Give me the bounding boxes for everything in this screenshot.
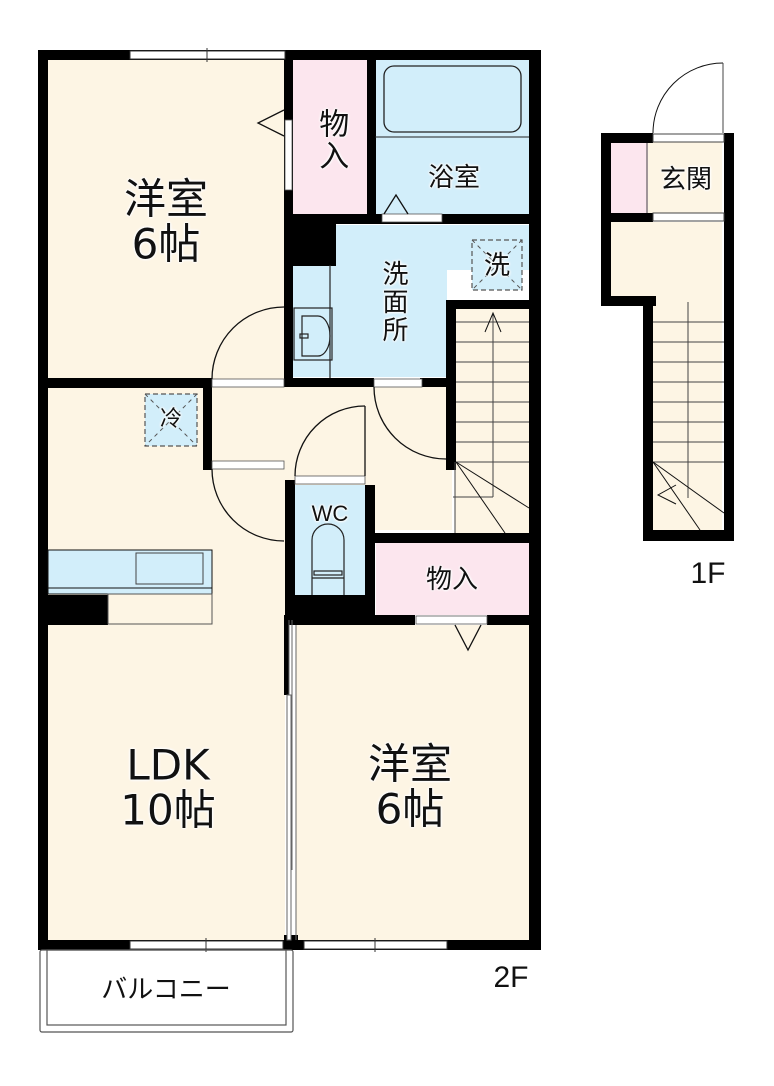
door-openings xyxy=(211,119,488,625)
room-label-washroom: 洗面所 xyxy=(378,260,409,344)
storage-south-fill xyxy=(376,543,529,615)
western-room-south-fill xyxy=(296,625,529,941)
washer-marker xyxy=(471,239,523,291)
room-label-entrance: 玄関 xyxy=(659,164,713,195)
refrigerator-space-label: 冷 xyxy=(159,407,183,433)
floor-label-2f: 2F xyxy=(493,960,529,994)
refrigerator-marker xyxy=(144,393,198,447)
storage-north-fill xyxy=(292,60,367,214)
room-size: 6帖 xyxy=(131,220,201,269)
washer-space-label: 洗 xyxy=(483,250,511,281)
stairs-2f xyxy=(453,311,530,534)
room-name: 洋室 xyxy=(367,739,453,789)
room-label-toilet: WC xyxy=(311,501,349,527)
ground-floor xyxy=(601,62,734,541)
floor-label-1f: 1F xyxy=(690,556,726,590)
balcony xyxy=(39,949,294,1033)
stairs-1f xyxy=(652,302,725,531)
room-size: 6帖 xyxy=(375,785,445,834)
room-fills xyxy=(48,60,529,941)
room-name: 洋室 xyxy=(123,174,209,224)
sliding-door xyxy=(286,620,297,941)
washroom-fill-2 xyxy=(292,265,447,377)
windows xyxy=(129,48,448,952)
kitchen-counter xyxy=(47,549,213,625)
toilet-fill xyxy=(293,485,368,595)
toilet-fixture xyxy=(311,523,345,595)
bathtub xyxy=(375,65,529,138)
room-size: 10帖 xyxy=(120,786,216,835)
room-label-storage-north: 物入 xyxy=(313,108,349,172)
ldk-fill xyxy=(48,388,285,941)
stairs-fill xyxy=(455,308,529,533)
room-label-bathroom: 浴室 xyxy=(427,162,481,193)
washbasin xyxy=(293,265,333,378)
room-name: LDK xyxy=(126,740,210,790)
door-swings xyxy=(211,109,482,652)
room-label-storage-south: 物入 xyxy=(425,564,479,595)
western-room-north-fill xyxy=(48,60,285,380)
balcony-label: バルコニー xyxy=(101,974,231,1005)
